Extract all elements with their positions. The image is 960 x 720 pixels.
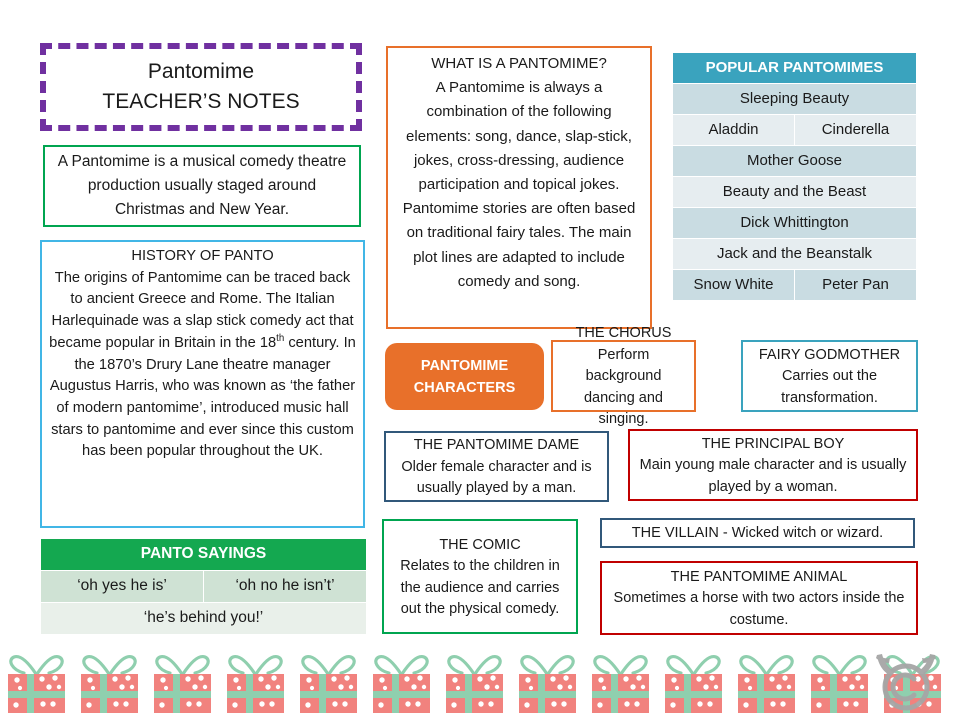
what-is-pantomime-box: WHAT IS A PANTOMIME? A Pantomime is alwa… [386,46,652,329]
character-box-pantomime-animal: THE PANTOMIME ANIMAL Sometimes a horse w… [600,561,918,635]
pantomime-characters-label: PANTOMIME CHARACTERS [385,343,544,410]
gift-box-icon [292,652,365,720]
ordinal-suffix: th [276,332,285,344]
principal-boy-body: Main young male character and is usually… [639,457,907,495]
panto-sayings-table: PANTO SAYINGS ‘oh yes he is’ ‘oh no he i… [40,538,367,635]
gift-box-icon [73,652,146,720]
pantomime-title: Snow White [672,269,795,301]
copyright-reindeer-icon [874,652,952,714]
character-box-fairy-godmother: FAIRY GODMOTHER Carries out the transfor… [741,340,918,412]
pantomime-title: Sleeping Beauty [672,83,917,115]
character-box-chorus: THE CHORUS Perform background dancing an… [551,325,696,427]
history-heading: HISTORY OF PANTO [131,248,274,264]
gift-box-icon [438,652,511,720]
gift-box-icon [146,652,219,720]
characters-pill-line-2: CHARACTERS [413,379,516,396]
table-row: Aladdin Cinderella [672,114,917,146]
table-row: Jack and the Beanstalk [672,238,917,270]
saying-cell: ‘oh no he isn’t’ [203,570,367,603]
panto-sayings-header: PANTO SAYINGS [40,538,367,571]
pantomime-title: Peter Pan [794,269,917,301]
gift-box-icon [730,652,803,720]
gift-border-decoration [0,652,960,720]
page-title: Pantomime TEACHER’S NOTES [40,43,362,131]
character-box-comic: THE COMIC Relates to the children in the… [382,519,578,634]
animal-body: Sometimes a horse with two actors inside… [613,590,905,628]
animal-heading: THE PANTOMIME ANIMAL [670,568,848,585]
villain-heading: THE VILLAIN - Wicked witch or wizard. [631,525,884,542]
history-box: HISTORY OF PANTO The origins of Pantomim… [40,240,365,528]
comic-body: Relates to the children in the audience … [400,558,560,617]
history-text: The origins of Pantomime can be traced b… [49,269,356,460]
table-row: Beauty and the Beast [672,176,917,208]
gift-box-icon [584,652,657,720]
saying-cell: ‘oh yes he is’ [40,570,204,603]
comic-heading: THE COMIC [439,536,521,553]
what-is-heading: WHAT IS A PANTOMIME? [431,55,607,72]
fairy-godmother-heading: FAIRY GODMOTHER [758,346,901,363]
gift-box-icon [511,652,584,720]
table-header-row: PANTO SAYINGS [40,538,367,571]
table-row: ‘he’s behind you!’ [40,602,367,635]
definition-box: A Pantomime is a musical comedy theatre … [43,145,361,227]
pantomime-title: Cinderella [794,114,917,146]
definition-text: A Pantomime is a musical comedy theatre … [57,153,347,218]
character-box-villain: THE VILLAIN - Wicked witch or wizard. [600,518,915,548]
character-box-principal-boy: THE PRINCIPAL BOY Main young male charac… [628,429,918,501]
title-line-1: Pantomime [147,60,255,83]
dame-heading: THE PANTOMIME DAME [413,437,580,454]
what-is-body: A Pantomime is always a combination of t… [402,79,636,290]
pantomime-title: Jack and the Beanstalk [672,238,917,270]
title-line-2: TEACHER’S NOTES [102,90,300,113]
dame-body: Older female character and is usually pl… [401,458,592,497]
gift-box-icon [365,652,438,720]
table-row: Mother Goose [672,145,917,177]
pantomime-title: Mother Goose [672,145,917,177]
chorus-body: Perform background dancing and singing. [583,346,663,428]
gift-box-icon [219,652,292,720]
gift-box-icon [0,652,73,720]
popular-pantomimes-table: POPULAR PANTOMIMES Sleeping Beauty Aladd… [672,52,917,301]
gift-box-icon [657,652,730,720]
pantomime-title: Aladdin [672,114,795,146]
table-header-row: POPULAR PANTOMIMES [672,52,917,84]
characters-pill-line-1: PANTOMIME [420,357,509,374]
chorus-heading: THE CHORUS [575,325,672,342]
table-row: Sleeping Beauty [672,83,917,115]
pantomime-title: Beauty and the Beast [672,176,917,208]
character-box-pantomime-dame: THE PANTOMIME DAME Older female characte… [384,431,609,502]
pantomime-title: Dick Whittington [672,207,917,239]
principal-boy-heading: THE PRINCIPAL BOY [701,435,845,452]
saying-cell: ‘he’s behind you!’ [40,602,367,635]
table-row: Dick Whittington [672,207,917,239]
table-row: Snow White Peter Pan [672,269,917,301]
table-row: ‘oh yes he is’ ‘oh no he isn’t’ [40,570,367,603]
fairy-godmother-body: Carries out the transformation. [781,368,878,406]
gift-box-icon [803,652,876,720]
popular-pantomimes-header: POPULAR PANTOMIMES [672,52,917,84]
